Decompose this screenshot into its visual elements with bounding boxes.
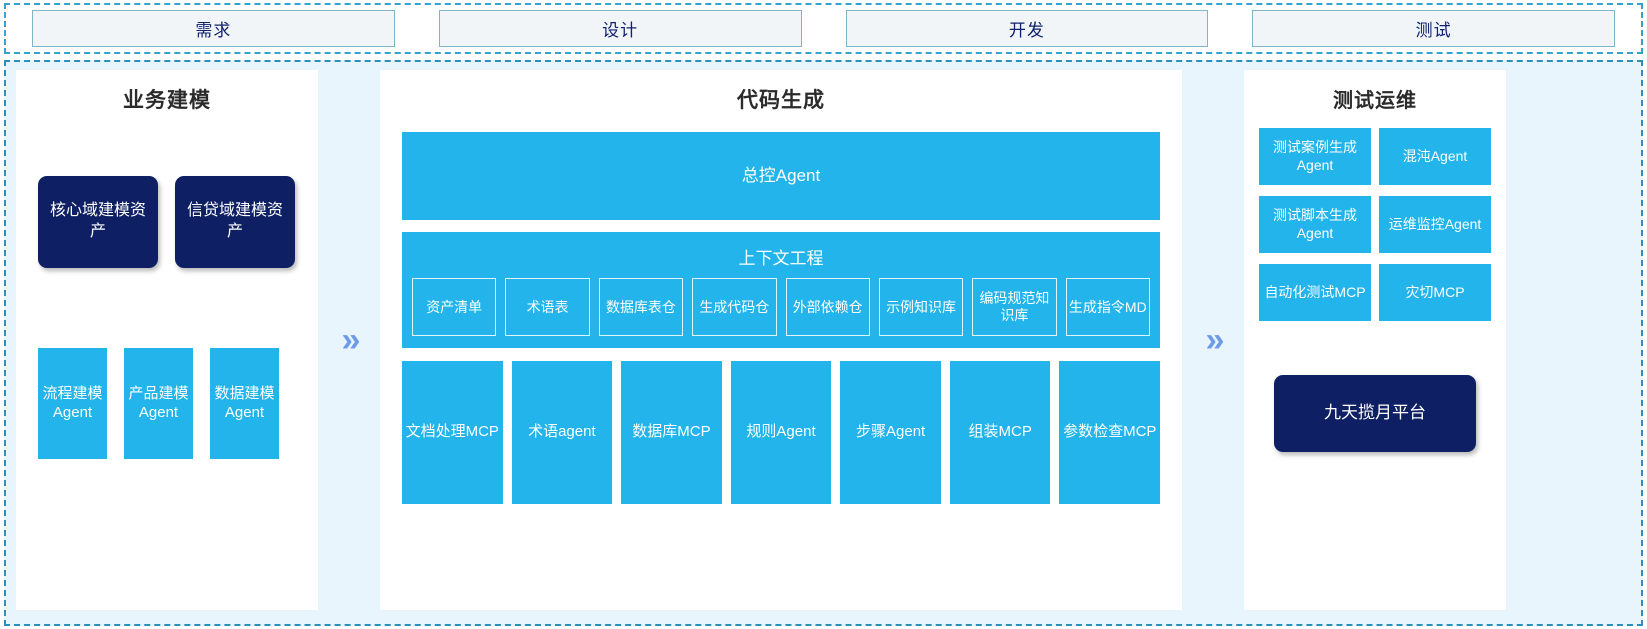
- phase-tab-development[interactable]: 开发: [845, 10, 1209, 47]
- context-item-coding-standard-knowledge-base[interactable]: 编码规范知识库: [972, 278, 1057, 336]
- tool-label: 参数检查MCP: [1063, 423, 1157, 441]
- platform-label: 九天揽月平台: [1324, 403, 1426, 423]
- tool-parameter-check-mcp[interactable]: 参数检查MCP: [1059, 361, 1161, 504]
- context-item-generation-instruction-md[interactable]: 生成指令MD: [1065, 278, 1150, 336]
- item-label: 测试脚本生成Agent: [1273, 207, 1357, 241]
- context-item-label: 数据库表仓: [605, 298, 676, 315]
- phase-tab-label: 开发: [1008, 21, 1045, 40]
- tool-label: 步骤Agent: [856, 423, 926, 441]
- agent-label: 数据建模Agent: [214, 384, 275, 421]
- panel-title-business-modeling: 业务建模: [123, 89, 211, 112]
- context-engineering-items: 资产清单 术语表 数据库表仓 生成代码仓 外部依赖仓: [412, 278, 1150, 336]
- context-item-example-knowledge-base[interactable]: 示例知识库: [878, 278, 964, 336]
- phase-tab-label: 设计: [602, 21, 639, 40]
- tool-label: 数据库MCP: [632, 423, 711, 441]
- context-engineering-title: 上下文工程: [738, 249, 824, 268]
- business-modeling-assets-group: 核心域建模资产 信贷域建模资产: [38, 176, 295, 268]
- context-item-label: 术语表: [526, 298, 569, 315]
- phase-tab-design[interactable]: 设计: [438, 10, 802, 47]
- chevron-glyph: »: [341, 321, 361, 359]
- agent-label: 流程建模Agent: [42, 384, 103, 421]
- main-zone: 业务建模 核心域建模资产 信贷域建模资产 流程建模Agent 产品建模Agent…: [4, 60, 1643, 626]
- tool-glossary-agent[interactable]: 术语agent: [511, 361, 613, 504]
- agent-test-case-generation[interactable]: 测试案例生成Agent: [1259, 128, 1371, 185]
- context-item-label: 外部依赖仓: [792, 298, 863, 315]
- chevron-glyph: »: [1205, 321, 1225, 359]
- panel-title-test-operations: 测试运维: [1333, 90, 1417, 112]
- agent-data-modeling[interactable]: 数据建模Agent: [210, 348, 279, 459]
- context-item-glossary[interactable]: 术语表: [505, 278, 590, 336]
- test-operations-grid: 测试案例生成Agent 混沌Agent 测试脚本生成Agent 运维监控Agen…: [1259, 128, 1491, 321]
- agent-ops-monitoring[interactable]: 运维监控Agent: [1379, 196, 1491, 253]
- master-control-agent[interactable]: 总控Agent: [402, 132, 1160, 220]
- context-item-label: 生成代码仓: [699, 298, 770, 315]
- item-label: 混沌Agent: [1402, 147, 1468, 164]
- panel-test-operations: 测试运维 测试案例生成Agent 混沌Agent 测试脚本生成Agent 运维监…: [1244, 70, 1506, 610]
- phase-tab-requirements[interactable]: 需求: [32, 10, 395, 47]
- asset-label: 核心域建模资产: [49, 202, 146, 240]
- phase-tab-label: 测试: [1415, 21, 1452, 40]
- context-item-label: 编码规范知识库: [979, 290, 1050, 323]
- asset-core-domain[interactable]: 核心域建模资产: [38, 176, 158, 268]
- item-label: 自动化测试MCP: [1264, 283, 1366, 300]
- context-item-label: 资产清单: [426, 298, 483, 315]
- platform-jiutian-lanyue[interactable]: 九天揽月平台: [1274, 375, 1476, 452]
- tool-rule-agent[interactable]: 规则Agent: [730, 361, 832, 504]
- master-control-agent-label: 总控Agent: [741, 166, 821, 186]
- tool-step-agent[interactable]: 步骤Agent: [840, 361, 941, 504]
- chevron-right-double-icon-left: »: [318, 70, 380, 610]
- item-label: 灾切MCP: [1405, 283, 1465, 300]
- panel-title-code-generation: 代码生成: [737, 89, 825, 112]
- agent-chaos[interactable]: 混沌Agent: [1379, 128, 1491, 185]
- code-generation-tools: 文档处理MCP 术语agent 数据库MCP 规则Agent 步骤Agent: [402, 361, 1161, 504]
- context-item-external-dependency-repo[interactable]: 外部依赖仓: [785, 278, 870, 336]
- tool-automated-test-mcp[interactable]: 自动化测试MCP: [1259, 264, 1371, 321]
- tool-document-processing-mcp[interactable]: 文档处理MCP: [402, 361, 503, 504]
- asset-credit-domain[interactable]: 信贷域建模资产: [175, 176, 295, 268]
- phase-bar: 需求 设计 开发 测试: [4, 3, 1643, 54]
- tool-disaster-switch-mcp[interactable]: 灾切MCP: [1379, 264, 1491, 321]
- agent-product-modeling[interactable]: 产品建模Agent: [124, 348, 193, 459]
- tool-assembly-mcp[interactable]: 组装MCP: [949, 361, 1051, 504]
- business-modeling-agents-group: 流程建模Agent 产品建模Agent 数据建模Agent: [38, 348, 279, 459]
- item-label: 运维监控Agent: [1388, 215, 1482, 232]
- context-item-label: 生成指令MD: [1068, 298, 1147, 315]
- agent-test-script-generation[interactable]: 测试脚本生成Agent: [1259, 196, 1371, 253]
- context-item-label: 示例知识库: [886, 298, 957, 315]
- tool-label: 组装MCP: [968, 423, 1032, 441]
- asset-label: 信贷域建模资产: [186, 202, 283, 240]
- code-generation-content: 总控Agent 上下文工程 资产清单 术语表 数据库表仓: [402, 132, 1161, 504]
- tool-label: 规则Agent: [746, 423, 816, 441]
- phase-tab-testing[interactable]: 测试: [1252, 10, 1615, 47]
- context-engineering-block: 上下文工程 资产清单 术语表 数据库表仓 生成代码仓: [402, 232, 1160, 348]
- context-item-db-table-repo[interactable]: 数据库表仓: [598, 278, 684, 336]
- tool-label: 文档处理MCP: [405, 423, 499, 441]
- panel-business-modeling: 业务建模 核心域建模资产 信贷域建模资产 流程建模Agent 产品建模Agent…: [16, 70, 318, 610]
- context-item-asset-list[interactable]: 资产清单: [412, 278, 497, 336]
- panel-code-generation: 代码生成 总控Agent 上下文工程 资产清单 术语表: [380, 70, 1182, 610]
- agent-process-modeling[interactable]: 流程建模Agent: [38, 348, 107, 459]
- tool-database-mcp[interactable]: 数据库MCP: [621, 361, 722, 504]
- chevron-right-double-icon-right: »: [1182, 70, 1244, 610]
- agent-label: 产品建模Agent: [128, 384, 189, 421]
- context-item-generated-code-repo[interactable]: 生成代码仓: [692, 278, 777, 336]
- item-label: 测试案例生成Agent: [1273, 139, 1357, 173]
- phase-tab-label: 需求: [195, 21, 232, 40]
- tool-label: 术语agent: [528, 423, 596, 441]
